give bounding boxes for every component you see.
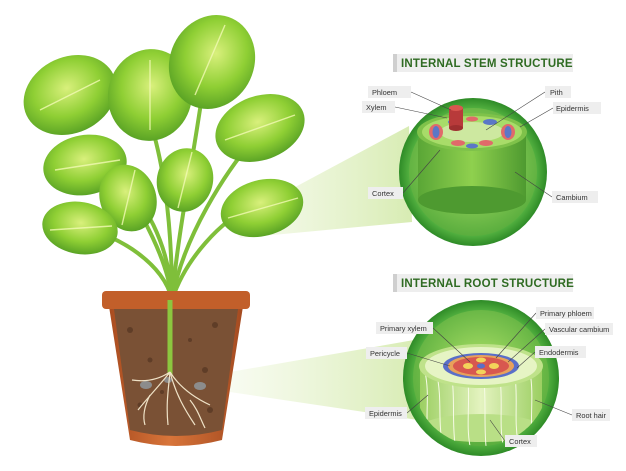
root-label-primary-xylem: Primary xylem — [380, 324, 427, 333]
stem-label-epidermis: Epidermis — [556, 104, 589, 113]
stem-cut-piece — [449, 105, 463, 131]
root-label-root-hair: Root hair — [576, 411, 607, 420]
stem-label-xylem: Xylem — [366, 103, 387, 112]
flower-pot — [102, 291, 250, 446]
soil — [114, 309, 238, 436]
root-magnify-beam — [230, 340, 418, 420]
stem-cross-section — [399, 98, 547, 246]
root-label-vascular-cambium: Vascular cambium — [549, 325, 609, 334]
root-label-pericycle: Pericycle — [370, 349, 400, 358]
stem-title-banner: INTERNAL STEM STRUCTURE — [393, 54, 573, 72]
root-label-epidermis: Epidermis — [369, 409, 402, 418]
plant-leaves — [23, 15, 305, 302]
root-title-banner: INTERNAL ROOT STRUCTURE — [393, 274, 574, 292]
root-labels — [406, 312, 573, 442]
root-title: INTERNAL ROOT STRUCTURE — [401, 278, 574, 290]
stem-title: INTERNAL STEM STRUCTURE — [401, 58, 573, 70]
plant-roots — [131, 371, 211, 429]
stem-label-cortex: Cortex — [372, 189, 394, 198]
root-label-primary-phloem: Primary phloem — [540, 309, 592, 318]
stem-labels — [394, 91, 554, 198]
stem-label-cambium: Cambium — [556, 193, 588, 202]
root-label-cortex: Cortex — [509, 437, 531, 446]
leaf — [168, 15, 256, 109]
stem-label-pith: Pith — [550, 88, 563, 97]
pot-rim — [102, 291, 250, 309]
stem-cylinder-bottom — [418, 186, 526, 214]
root-label-endodermis: Endodermis — [539, 348, 579, 357]
soil-stones — [140, 377, 206, 390]
root-cross-section — [403, 300, 559, 456]
root-xylem-phloem — [463, 357, 499, 375]
stem-label-phloem: Phloem — [372, 88, 397, 97]
